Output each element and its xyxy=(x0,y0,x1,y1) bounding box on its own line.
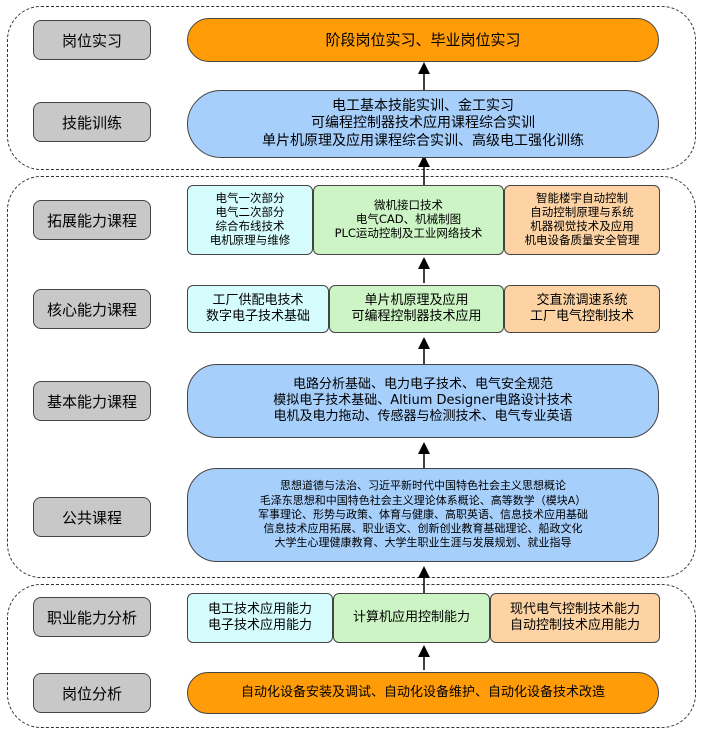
skill-line: 可编程控制器技术应用课程综合实训 xyxy=(311,115,535,132)
basic-courses-box: 电路分析基础、电力电子技术、电气安全规范 模拟电子技术基础、Altium Des… xyxy=(187,364,659,438)
label-ability-analysis: 职业能力分析 xyxy=(33,597,151,637)
skill-line: 单片机原理及应用课程综合实训、高级电工强化训练 xyxy=(262,132,584,149)
course-item: 电气二次部分 xyxy=(215,205,285,220)
ability-middle-box: 计算机应用控制能力 xyxy=(333,593,490,643)
course-item: 可编程控制器技术应用 xyxy=(351,309,482,324)
course-item: 电气CAD、机械制图 xyxy=(355,212,462,227)
core-left-box: 工厂供配电技术 数字电子技术基础 xyxy=(187,285,329,333)
course-item: 微机接口技术 xyxy=(374,198,443,213)
course-line: 军事理论、形势与政策、体育与健康、高职英语、信息技术应用基础 xyxy=(258,507,588,521)
course-item: 电气一次部分 xyxy=(215,191,285,206)
course-item: 综合布线技术 xyxy=(215,219,285,233)
core-middle-box: 单片机原理及应用 可编程控制器技术应用 xyxy=(329,285,504,333)
ability-item: 电工技术应用能力 xyxy=(207,602,312,618)
course-line: 思想道德与法治、习近平新时代中国特色社会主义思想概论 xyxy=(280,479,566,493)
course-item: 单片机原理及应用 xyxy=(364,293,469,309)
course-item: 电机原理与维修 xyxy=(209,232,291,247)
course-line: 信息技术应用拓展、职业语文、创新创业教育基础理论、船政文化 xyxy=(263,522,583,536)
course-line: 电路分析基础、电力电子技术、电气安全规范 xyxy=(292,376,553,392)
internship-text: 阶段岗位实习、毕业岗位实习 xyxy=(325,31,521,49)
courses-group xyxy=(7,176,696,578)
course-item: 工厂电气控制技术 xyxy=(529,309,634,324)
course-item: 机电设备质量安全管理 xyxy=(524,232,640,247)
course-item: 智能楼宇自动控制 xyxy=(536,191,628,206)
course-line: 模拟电子技术基础、Altium Designer电路设计技术 xyxy=(273,392,573,408)
course-item: 机器视觉技术及应用 xyxy=(530,219,634,233)
core-right-box: 交直流调速系统 工厂电气控制技术 xyxy=(504,285,660,333)
course-item: 数字电子技术基础 xyxy=(205,309,310,324)
course-line: 电机及电力拖动、传感器与检测技术、电气专业英语 xyxy=(273,409,573,425)
skill-training-box: 电工基本技能实训、金工实习 可编程控制器技术应用课程综合实训 单片机原理及应用课… xyxy=(187,90,659,158)
label-public-courses: 公共课程 xyxy=(33,497,151,537)
label-basic-courses: 基本能力课程 xyxy=(33,381,151,421)
label-core-courses: 核心能力课程 xyxy=(33,289,151,329)
post-text: 自动化设备安装及调试、自动化设备维护、自动化设备技术改造 xyxy=(240,685,605,701)
ability-right-box: 现代电气控制技术能力 自动控制技术应用能力 xyxy=(490,593,660,643)
label-extended-courses: 拓展能力课程 xyxy=(33,200,151,240)
ability-item: 电子技术应用能力 xyxy=(207,618,312,633)
ability-left-box: 电工技术应用能力 电子技术应用能力 xyxy=(187,593,333,643)
ability-item: 计算机应用控制能力 xyxy=(352,610,470,626)
ability-item: 现代电气控制技术能力 xyxy=(509,602,640,618)
label-skill-training: 技能训练 xyxy=(33,102,151,142)
skill-line: 电工基本技能实训、金工实习 xyxy=(332,97,514,114)
label-internship: 岗位实习 xyxy=(33,20,151,60)
analysis-group xyxy=(7,584,696,728)
course-item: 自动控制原理与系统 xyxy=(530,205,634,220)
extended-right-box: 智能楼宇自动控制 自动控制原理与系统 机器视觉技术及应用 机电设备质量安全管理 xyxy=(504,185,660,255)
course-line: 大学生心理健康教育、大学生职业生涯与发展规划、就业指导 xyxy=(274,536,572,550)
course-line: 毛泽东思想和中国特色社会主义理论体系概论、高等数学（模块A） xyxy=(259,493,587,507)
practice-group xyxy=(7,6,696,170)
course-item: PLC运动控制及工业网络技术 xyxy=(334,225,483,240)
internship-box: 阶段岗位实习、毕业岗位实习 xyxy=(187,18,659,62)
public-courses-box: 思想道德与法治、习近平新时代中国特色社会主义思想概论 毛泽东思想和中国特色社会主… xyxy=(187,468,659,562)
extended-left-box: 电气一次部分 电气二次部分 综合布线技术 电机原理与维修 xyxy=(187,185,313,255)
extended-middle-box: 微机接口技术 电气CAD、机械制图 PLC运动控制及工业网络技术 xyxy=(313,185,504,255)
ability-item: 自动控制技术应用能力 xyxy=(509,618,640,633)
course-item: 工厂供配电技术 xyxy=(212,293,304,309)
post-analysis-box: 自动化设备安装及调试、自动化设备维护、自动化设备技术改造 xyxy=(187,672,659,714)
course-item: 交直流调速系统 xyxy=(536,293,628,309)
label-post-analysis: 岗位分析 xyxy=(33,673,151,713)
